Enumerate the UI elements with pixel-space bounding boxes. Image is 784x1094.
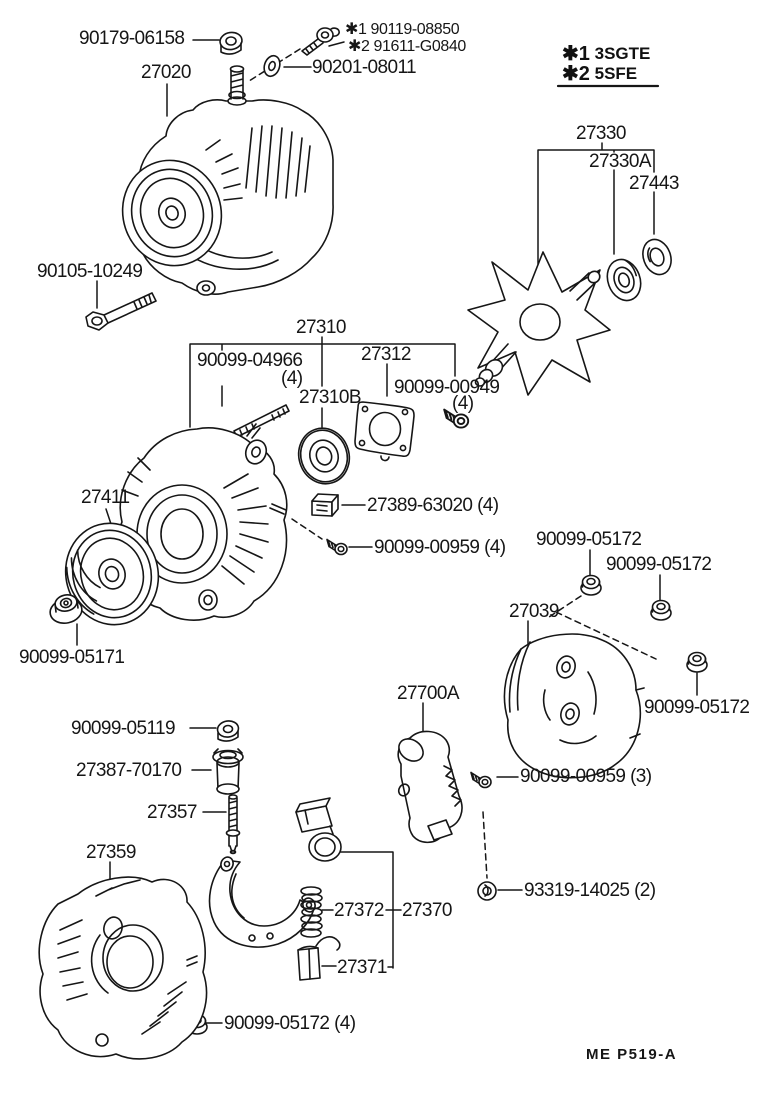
terminal-nut-drawing [216,720,240,742]
callout-90099-05172-x4: 90099-05172 (4) [224,1013,356,1034]
cover-screw-drawing [470,771,492,789]
callout-27020: 27020 [141,62,191,83]
bearing-retainer-plate-drawing [354,401,415,462]
rotor-assembly-drawing [467,251,611,396]
brush-spring-drawing [300,886,323,938]
callout-27371: 27371 [337,957,387,978]
callout-90099-00959-x3: 90099-00959 (3) [520,766,652,787]
callout-90099-00949-qty: (4) [452,393,474,414]
brush-drawing [297,936,341,981]
battery-terminal-stud [227,65,247,106]
callout-90179-06158: 90179-06158 [79,28,185,49]
callout-note1-90119-08850: ✱1 90119-08850 [345,21,460,38]
callout-27700A: 27700A [397,683,460,704]
callout-27387-70170: 27387-70170 [76,760,182,781]
terminal-bolt-90119-drawing [301,27,340,56]
pulley-lock-nut-drawing [49,594,83,625]
leader-lines [76,39,698,1024]
frame-screw-drawing [326,538,348,556]
callout-27330A: 27330A [589,151,652,172]
figure-code: ME P519-A [586,1046,678,1063]
rear-end-frame-drawing [38,876,208,1060]
screw-head-symbol [477,881,497,901]
terminal-washer-90201-drawing [263,54,281,78]
callout-note2-91611-G0840: ✱2 91611-G0840 [348,38,466,55]
through-bolt-drawing [85,292,157,331]
callout-90099-04966: 90099-04966 [197,350,303,371]
callout-90099-05119: 90099-05119 [71,718,176,739]
brush-holder-drawing [295,797,342,862]
drive-end-frame-drawing [117,423,288,621]
callout-90099-00949: 90099-00949 [394,377,500,398]
stud-bolt-drawing [233,404,290,438]
callout-27389-63020: 27389-63020 (4) [367,495,499,516]
callout-90105-10249: 90105-10249 [37,261,143,282]
callout-27330: 27330 [576,123,626,144]
terminal-insulator-drawing [212,748,244,795]
callout-27310B: 27310B [299,387,362,408]
callout-27039: 27039 [509,601,559,622]
engine-note-line2-text: 5SFE [594,64,638,83]
voltage-regulator-drawing [397,730,463,844]
output-terminal-bolt-drawing [225,794,241,855]
pulley-drawing [64,522,160,626]
callout-27370: 27370 [402,900,452,921]
pulley-nut-90179-drawing [219,31,243,55]
asterisk-2-mark: ✱2 [562,63,590,85]
cover-nut-b-drawing [650,599,672,621]
engine-note-line2: ✱2 5SFE [562,64,637,84]
callout-93319-14025: 93319-14025 (2) [524,880,656,901]
callout-27359: 27359 [86,842,136,863]
cover-nut-a-drawing [580,574,602,596]
callout-27312: 27312 [361,344,411,365]
callout-27443: 27443 [629,173,679,194]
callout-90099-05172-c: 90099-05172 [644,697,750,718]
callout-27411: 27411 [81,487,130,508]
callout-90099-05171: 90099-05171 [19,647,125,668]
asterisk-1-mark: ✱1 [562,43,590,65]
assembly-dashed-lines [248,48,657,879]
callout-27357: 27357 [147,802,197,823]
callout-90099-05172-b: 90099-05172 [606,554,712,575]
callout-90099-04966-qty: (4) [281,368,303,389]
rotor-bearing-drawing [606,258,642,302]
alternator-assembly-drawing [121,65,334,296]
drive-end-bearing-drawing [297,427,351,485]
rear-end-cover-drawing [503,633,645,779]
callout-90201-08011: 90201-08011 [312,57,417,78]
callout-90099-05172-a: 90099-05172 [536,529,642,550]
engine-note-line1-text: 3SGTE [594,44,651,63]
engine-note-line1: ✱1 3SGTE [562,44,650,64]
bearing-cover-drawing [642,238,672,276]
rectifier-spacer-drawing [311,493,339,517]
callout-27372: 27372 [334,900,384,921]
callout-27310: 27310 [296,317,346,338]
callout-90099-00959-x4: 90099-00959 (4) [374,537,506,558]
cover-nut-c-drawing [686,651,708,673]
